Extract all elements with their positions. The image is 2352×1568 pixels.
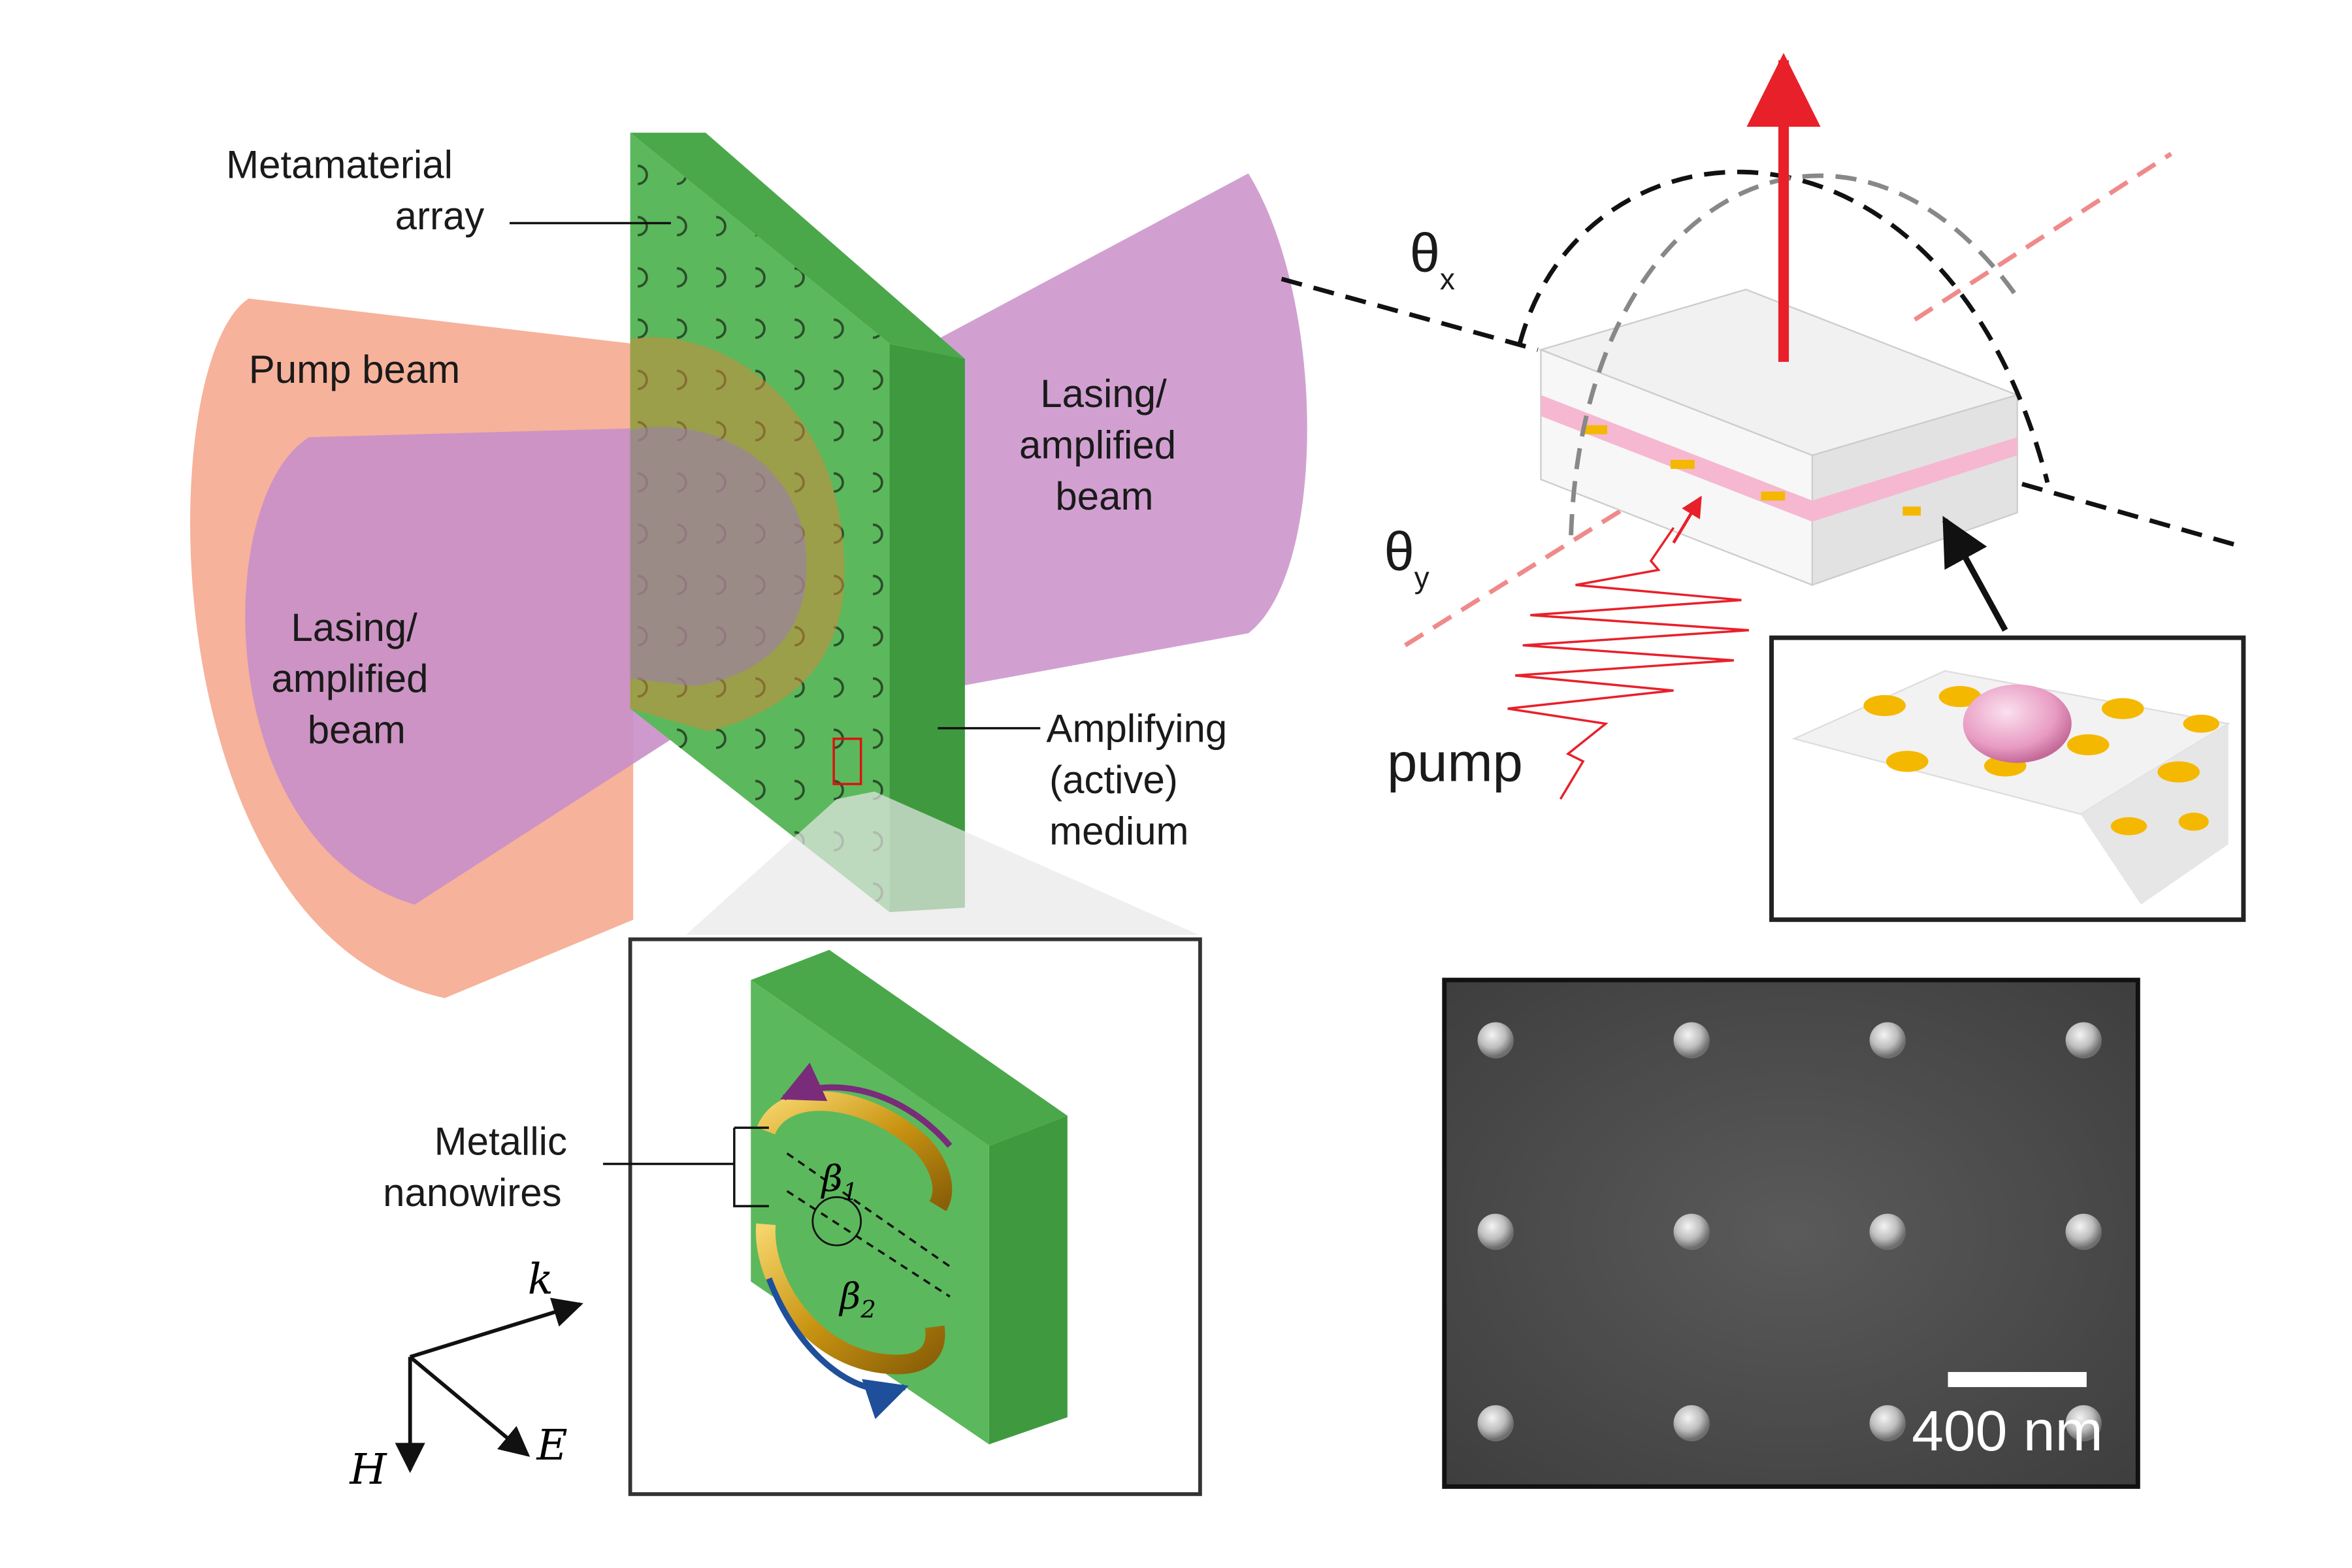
lasing-left-label-1: Lasing/ bbox=[291, 606, 417, 649]
sem-nanoparticle bbox=[1673, 1213, 1710, 1250]
coordinate-axes bbox=[395, 1298, 583, 1473]
left-panel: Metamaterial array Pump beam Lasing/ amp… bbox=[190, 133, 1307, 1496]
lasing-right-label-1: Lasing/ bbox=[1040, 372, 1167, 416]
scale-bar-label: 400 nm bbox=[1912, 1399, 2102, 1463]
slab-top-face bbox=[630, 133, 965, 359]
metamaterial-label-1: Metamaterial bbox=[226, 142, 453, 186]
nanowire-ring-top bbox=[757, 1091, 953, 1211]
sem-nanoparticle bbox=[1673, 1405, 1710, 1442]
pump-label: pump bbox=[1387, 732, 1523, 792]
pump-beam-label: Pump beam bbox=[249, 348, 461, 391]
gain-droplet bbox=[1963, 684, 2072, 763]
gold-particle-2 bbox=[1670, 459, 1695, 469]
nanowires-label-2: nanowires bbox=[383, 1171, 562, 1215]
lasing-beam-left-cone bbox=[245, 427, 754, 905]
pump-wave bbox=[1507, 527, 1750, 800]
angle-line-1 bbox=[786, 1152, 951, 1267]
beam-spot-purple bbox=[630, 427, 807, 686]
gold-particle-4 bbox=[1903, 506, 1921, 516]
lasing-right-label-3: beam bbox=[1055, 474, 1153, 518]
scale-bar bbox=[1948, 1372, 2087, 1388]
amplifying-label-2: (active) bbox=[1049, 758, 1178, 802]
lasing-beam-right-cone bbox=[866, 173, 1307, 694]
emission-lobe-x bbox=[1517, 169, 2050, 483]
theta-x-axis-2 bbox=[1989, 472, 2240, 548]
sem-panel: 400 nm bbox=[1442, 977, 2140, 1489]
unit-cell-highlight bbox=[832, 738, 862, 785]
amplifying-label-1: Amplifying bbox=[1047, 706, 1228, 750]
zoom-projection bbox=[686, 791, 1199, 935]
sem-nanoparticle bbox=[2065, 1405, 2102, 1442]
sem-nanoparticle bbox=[1477, 1022, 1514, 1058]
nanowire-ring-bottom bbox=[755, 1223, 945, 1375]
sem-nanoparticle bbox=[1673, 1022, 1710, 1058]
sem-dot-grid bbox=[1477, 1022, 2102, 1442]
gold-particle-3 bbox=[1761, 491, 1786, 501]
theta-x-label: θx bbox=[1410, 222, 1455, 296]
h-axis-label: H bbox=[349, 1445, 387, 1494]
current-arrow-bottom bbox=[766, 1277, 909, 1420]
pump-arrow bbox=[1672, 495, 1703, 544]
current-arrow-top bbox=[780, 1062, 953, 1148]
inset-pointer-arrow bbox=[1942, 515, 2008, 632]
theta-y-axis bbox=[1913, 152, 2172, 322]
nanowires-bracket bbox=[603, 1126, 769, 1207]
theta-x-axis bbox=[1281, 276, 1539, 352]
lasing-left-label-3: beam bbox=[308, 708, 406, 752]
sem-nanoparticle bbox=[1477, 1405, 1514, 1442]
sem-nanoparticle bbox=[1869, 1022, 1906, 1058]
nanoparticle-inset bbox=[1791, 670, 2230, 905]
angle-line-2 bbox=[786, 1190, 951, 1298]
theta-y-axis-2 bbox=[1403, 480, 1667, 647]
beta2-label: β2 bbox=[838, 1276, 876, 1324]
lasing-right-label-2: amplified bbox=[1019, 423, 1176, 467]
sem-image bbox=[1442, 977, 2140, 1489]
sem-nanoparticle bbox=[2065, 1022, 2102, 1058]
metamaterial-label-2: array bbox=[395, 194, 485, 238]
sem-nanoparticle bbox=[1477, 1213, 1514, 1250]
beta1-label: β1 bbox=[821, 1158, 858, 1206]
slab-side-face bbox=[889, 344, 965, 913]
emission-lobe-y bbox=[1569, 173, 2023, 536]
e-axis-label: E bbox=[536, 1421, 568, 1470]
gold-particle-1 bbox=[1583, 425, 1607, 434]
gain-layer bbox=[1541, 395, 2017, 522]
angle-arc bbox=[811, 1196, 862, 1247]
amplifying-label-3: medium bbox=[1049, 809, 1188, 853]
sem-nanoparticle bbox=[2065, 1213, 2102, 1250]
sem-nanoparticle bbox=[1869, 1213, 1906, 1250]
nanowires-label-1: Metallic bbox=[434, 1120, 567, 1164]
k-axis-label: k bbox=[528, 1255, 553, 1304]
sample-block bbox=[1538, 288, 2020, 1030]
right-top-panel: θx θy pump bbox=[1281, 52, 2246, 1030]
theta-y-label: θy bbox=[1384, 521, 1429, 595]
sem-nanoparticle bbox=[1869, 1405, 1906, 1442]
lasing-left-label-2: amplified bbox=[271, 657, 428, 700]
